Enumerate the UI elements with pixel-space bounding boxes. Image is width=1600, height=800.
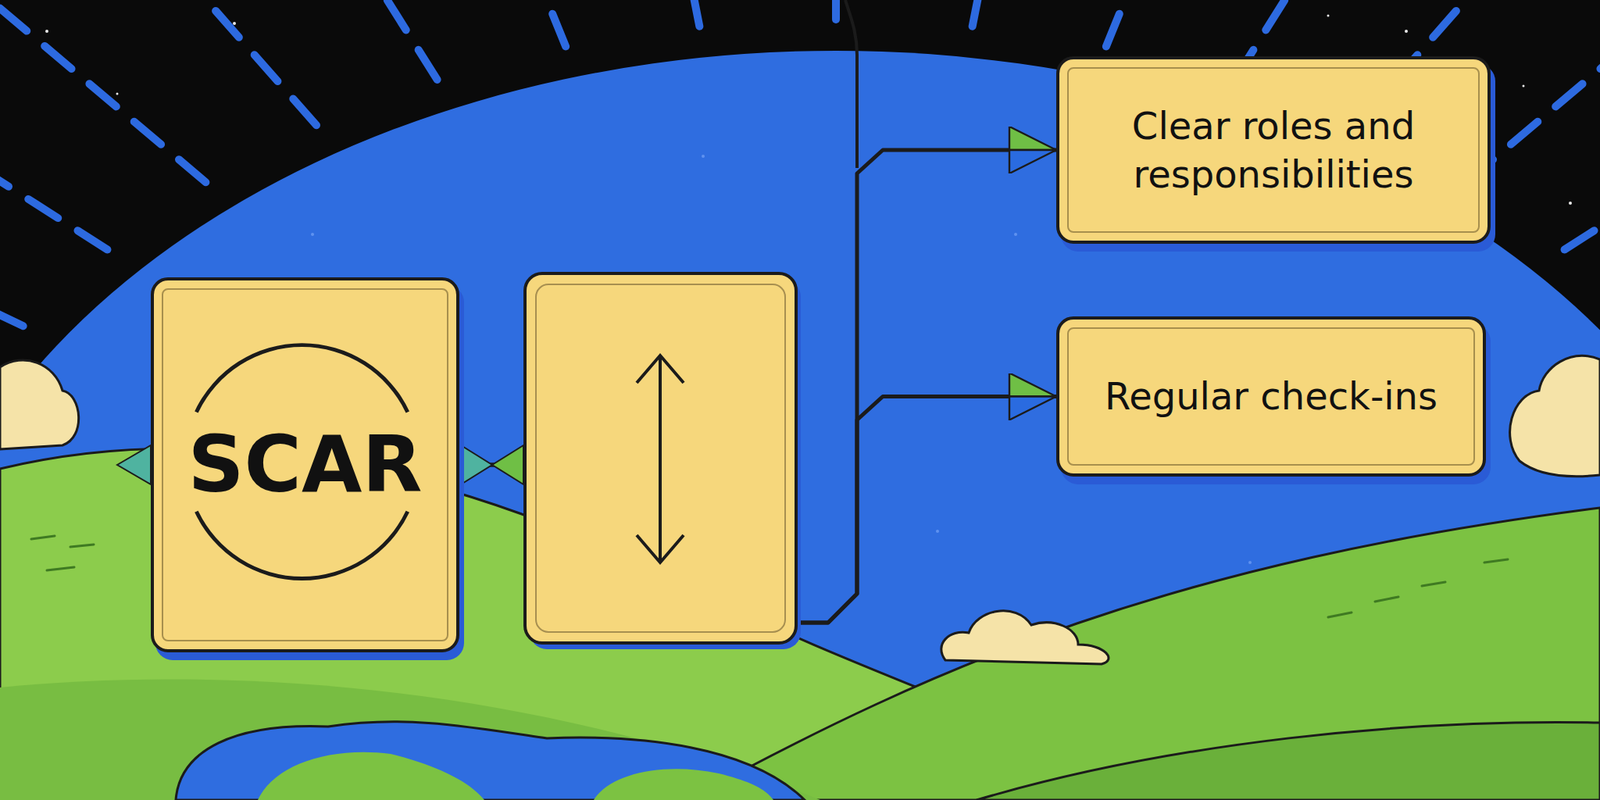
grass-mark — [1484, 559, 1508, 563]
ray — [456, 0, 566, 47]
circle-arc — [194, 510, 410, 581]
ray — [644, 0, 700, 27]
star — [1522, 85, 1525, 88]
pointer-triangle — [117, 445, 151, 485]
right-hill — [687, 507, 1600, 800]
ray — [1564, 61, 1600, 250]
grass-mark — [1328, 612, 1352, 618]
speckle — [310, 232, 315, 236]
wire — [845, 0, 858, 168]
star — [116, 92, 119, 96]
double-arrow-head — [636, 355, 684, 383]
circle-arc — [194, 342, 410, 413]
process-box: Clear roles and responsibilities — [1056, 56, 1491, 244]
double-arrow — [658, 355, 662, 563]
arrow-box — [525, 273, 797, 643]
acronym-label: SCAR — [188, 414, 423, 516]
arrow-box-inner — [535, 284, 786, 633]
ray — [1106, 0, 1216, 47]
speckle — [935, 529, 940, 533]
ray — [832, 0, 840, 20]
process-box: Regular check-ins — [1056, 316, 1486, 477]
acronym-box: SCAR — [150, 277, 460, 653]
earth-globe — [175, 721, 805, 800]
speckle — [1248, 560, 1252, 565]
star — [1568, 201, 1572, 205]
grass-mark — [1421, 582, 1446, 586]
earth-land — [593, 768, 774, 800]
grass-mark — [1375, 596, 1399, 602]
speckle — [701, 154, 705, 158]
box-label: Clear roles and responsibilities — [1079, 101, 1468, 200]
earth-land — [257, 752, 485, 800]
ray — [0, 0, 206, 183]
star — [1404, 29, 1408, 33]
ray — [0, 168, 24, 326]
cloud — [0, 360, 79, 450]
box-label: Regular check-ins — [1104, 371, 1438, 421]
star — [232, 21, 236, 25]
bowtie-triangle — [492, 445, 524, 485]
double-arrow-head — [636, 535, 684, 563]
bowtie-triangle — [460, 445, 493, 485]
star — [1327, 14, 1330, 18]
ray — [275, 0, 437, 80]
grass-mark — [46, 567, 75, 571]
sky-dome — [0, 50, 1600, 800]
ray — [972, 0, 1029, 27]
ray — [106, 0, 317, 125]
grass-mark — [31, 535, 55, 540]
cloud — [941, 610, 1109, 665]
lower-hill — [0, 678, 821, 800]
cloud — [1510, 356, 1600, 477]
star — [45, 29, 49, 33]
grass-mark — [70, 544, 94, 547]
front-hill — [976, 721, 1600, 800]
speckle — [1014, 232, 1018, 236]
